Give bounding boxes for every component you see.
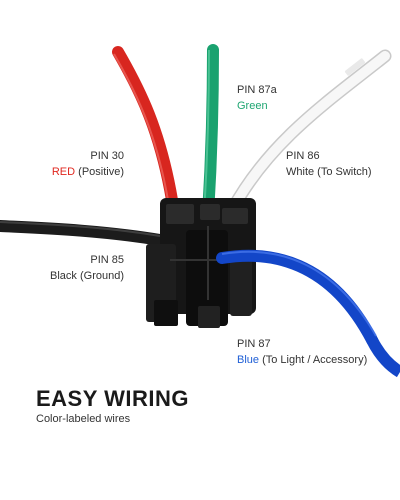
red-wire-highlight	[113, 53, 169, 201]
pin85-label: PIN 85 Black (Ground)	[50, 252, 124, 284]
pin30-desc: (Positive)	[75, 166, 124, 178]
page-subtitle: Color-labeled wires	[36, 413, 131, 425]
pin87-desc-line: Blue (To Light / Accessory)	[237, 352, 367, 368]
pin85-desc: Black (Ground)	[50, 270, 124, 282]
red-wire	[112, 46, 178, 206]
pin30-label: PIN 30 RED (Positive)	[52, 148, 124, 180]
pin86-label: PIN 86 White (To Switch)	[286, 148, 372, 180]
blue-wire-tail	[366, 337, 400, 378]
pin30-color-word: RED	[51, 166, 76, 178]
white-wire-fill	[227, 51, 390, 215]
wire-tag	[344, 58, 366, 76]
pin86-pin: PIN 86	[286, 150, 320, 162]
pin87a-desc: Green	[237, 100, 268, 112]
black-wire-highlight	[0, 221, 161, 237]
green-wire	[202, 44, 219, 221]
pin87a-pin: PIN 87a	[237, 84, 277, 96]
black-wire	[0, 220, 166, 246]
relay-socket	[146, 198, 256, 328]
page-title: EASY WIRING	[36, 386, 190, 411]
pin87a-label: PIN 87a Green	[237, 82, 277, 114]
pin87-desc: (To Light / Accessory)	[259, 354, 368, 366]
pin30-pin: PIN 30	[90, 150, 124, 162]
green-wire-highlight	[203, 49, 210, 216]
pin86-desc: White (To Switch)	[286, 166, 372, 178]
pin87-label: PIN 87 Blue (To Light / Accessory)	[237, 336, 367, 368]
blue-wire	[216, 249, 378, 346]
pin85-pin: PIN 85	[90, 254, 124, 266]
pin87-color-word: Blue	[237, 354, 260, 366]
blue-wire-highlight	[221, 250, 377, 337]
pin30-desc-line: RED (Positive)	[52, 164, 124, 180]
pin87-pin: PIN 87	[237, 338, 271, 350]
